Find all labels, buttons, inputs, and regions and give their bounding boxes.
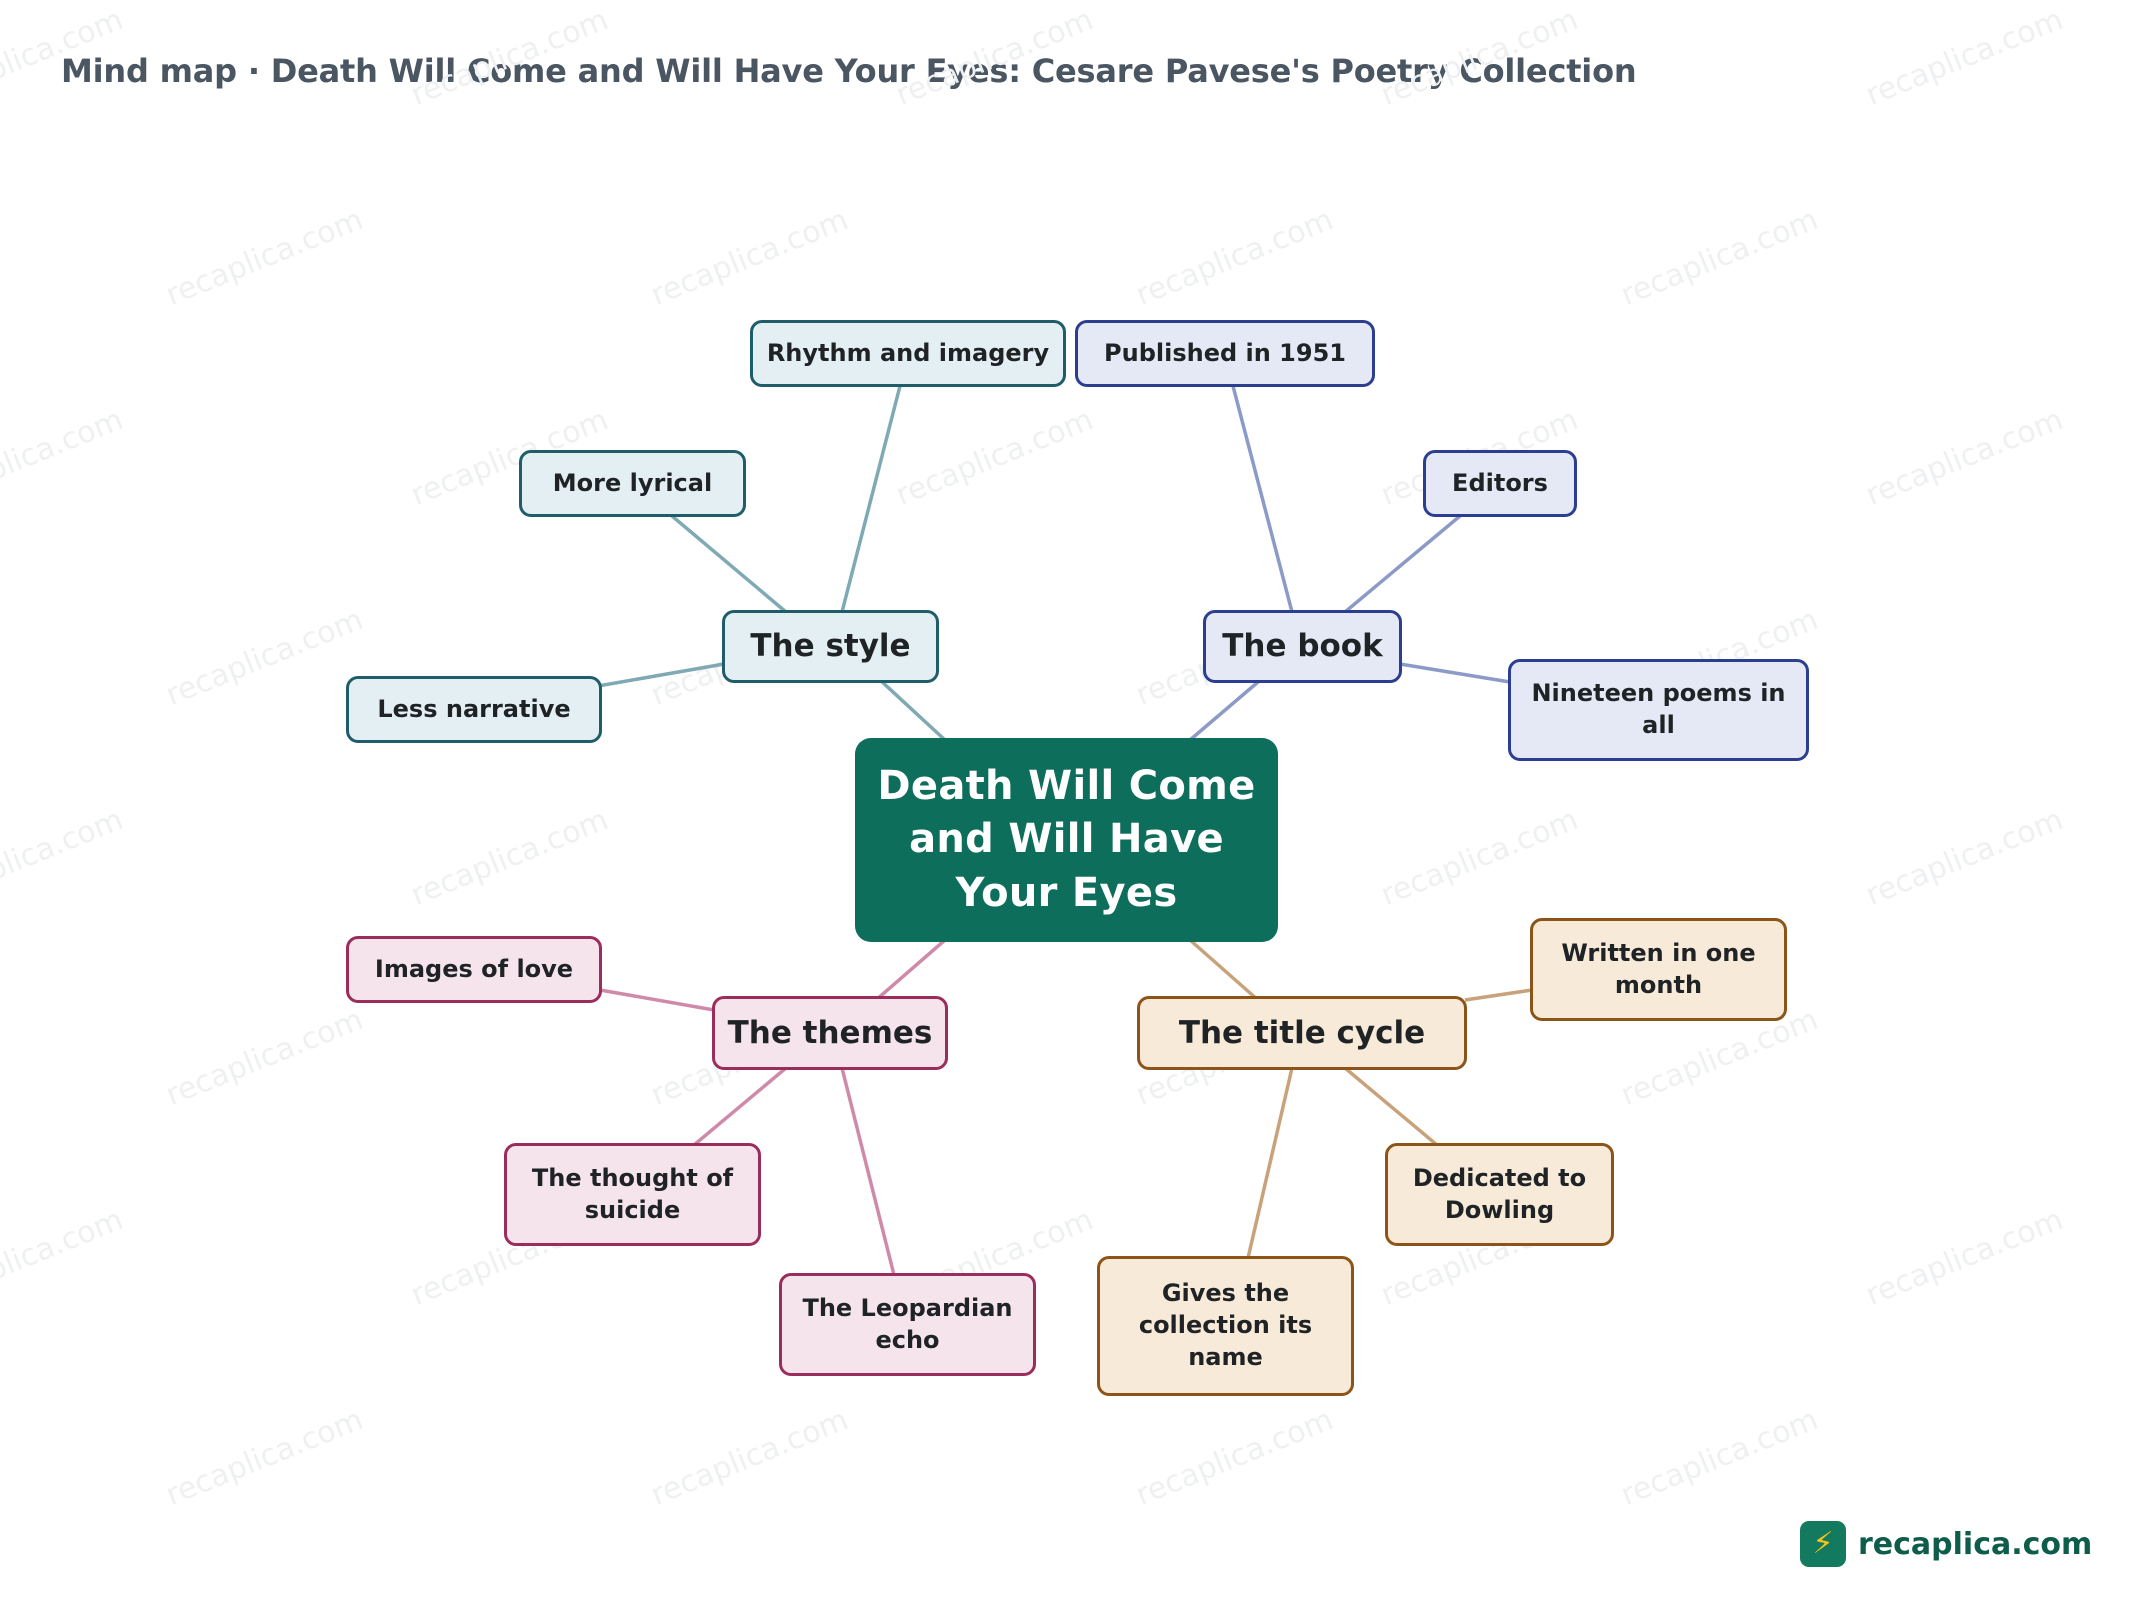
edge-themes-leopardian	[840, 1067, 896, 1276]
leaf-more-lyrical[interactable]: More lyrical	[519, 450, 746, 517]
edge-title-dowling	[1343, 1066, 1439, 1147]
leaf-nineteen-poems[interactable]: Nineteen poems in all	[1508, 659, 1809, 761]
page-title: Mind map · Death Will Come and Will Have…	[61, 52, 1637, 90]
branch-the-title-cycle[interactable]: The title cycle	[1137, 996, 1467, 1070]
edge-root-title	[1188, 938, 1260, 1002]
leaf-editors[interactable]: Editors	[1423, 450, 1577, 517]
lightning-book-icon: ⚡	[1800, 1521, 1846, 1567]
leaf-written-in-one-month[interactable]: Written in one month	[1530, 918, 1787, 1021]
leaf-rhythm-and-imagery[interactable]: Rhythm and imagery	[750, 320, 1066, 387]
branch-the-themes[interactable]: The themes	[712, 996, 948, 1070]
edge-root-themes	[874, 938, 947, 1002]
edge-themes-suicide	[692, 1066, 788, 1147]
edge-style-rhythm	[840, 385, 902, 613]
edge-book-poems	[1399, 662, 1511, 684]
leaf-dedicated-to-dowling[interactable]: Dedicated to Dowling	[1385, 1143, 1614, 1246]
leaf-less-narrative[interactable]: Less narrative	[346, 676, 602, 743]
edge-root-book	[1188, 680, 1260, 742]
edge-title-month	[1464, 988, 1533, 1002]
edge-root-style	[878, 678, 947, 742]
edge-style-narrative	[597, 662, 725, 688]
edge-title-name	[1246, 1067, 1294, 1259]
leaf-published-in-1951[interactable]: Published in 1951	[1075, 320, 1375, 387]
edge-style-lyrical	[670, 514, 788, 614]
branch-the-style[interactable]: The style	[722, 610, 939, 683]
leaf-thought-of-suicide[interactable]: The thought of suicide	[504, 1143, 761, 1246]
central-topic[interactable]: Death Will Come and Will Have Your Eyes	[855, 738, 1278, 942]
leaf-images-of-love[interactable]: Images of love	[346, 936, 602, 1003]
leaf-leopardian-echo[interactable]: The Leopardian echo	[779, 1273, 1036, 1376]
brand-name: recaplica.com	[1858, 1526, 2093, 1562]
leaf-gives-collection-name[interactable]: Gives the collection its name	[1097, 1256, 1354, 1396]
edge-book-published	[1231, 385, 1294, 613]
branch-the-book[interactable]: The book	[1203, 610, 1402, 683]
edge-themes-love	[599, 988, 715, 1012]
brand-logo[interactable]: ⚡ recaplica.com	[1800, 1521, 2092, 1567]
edge-book-editors	[1343, 514, 1462, 614]
